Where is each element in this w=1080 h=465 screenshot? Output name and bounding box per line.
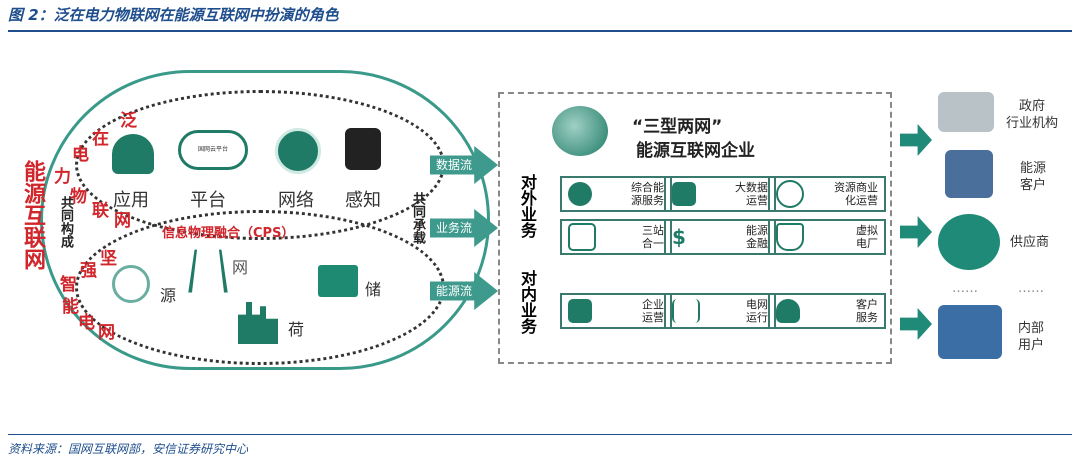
shield-check-icon — [776, 223, 804, 251]
globe-icon — [275, 128, 321, 174]
biz-three-stations: 三站合一 — [560, 219, 672, 255]
stakeholder-label: 能源 — [1020, 161, 1047, 176]
stakeholder-label: 用户 — [1018, 338, 1045, 353]
layer-application: 应用 — [113, 190, 149, 211]
layer-source: 源 — [160, 286, 177, 305]
layer-network: 网络 — [278, 190, 314, 211]
iot-char: 联 — [92, 201, 109, 221]
biz-customer-service: 客户服务 — [768, 293, 886, 329]
figure-title: 图 2：泛在电力物联网在能源互联网中扮演的角色 — [8, 6, 339, 24]
layer-platform: 平台 — [190, 190, 226, 211]
biz-label: 化运营 — [845, 194, 878, 207]
stakeholder-label: 客户 — [1020, 178, 1047, 193]
co-carry-label: 共同承载 — [410, 192, 425, 244]
handshake-icon — [945, 150, 993, 198]
supplier-truck-icon — [938, 214, 1000, 270]
source-note: 资料来源：国网互联网部，安信证券研究中心 — [8, 442, 249, 456]
arrow-right-icon — [900, 216, 932, 248]
cloud-platform-icon: 国网云平台 — [178, 130, 248, 170]
grid-char: 强 — [80, 261, 97, 281]
ellipsis: …… — [952, 281, 978, 296]
biz-label: 大数据 — [735, 181, 768, 194]
ellipsis: …… — [1018, 281, 1044, 296]
biz-big-data: 大数据运营 — [664, 176, 776, 212]
title-divider — [8, 30, 1072, 32]
energy-service-icon — [568, 182, 592, 206]
grid-char: 电 — [78, 313, 95, 333]
grid-char: 坚 — [100, 249, 117, 269]
biz-label: 资源商业 — [834, 181, 878, 194]
cps-label: 信息物理融合（CPS） — [162, 226, 295, 241]
biz-label: 三站 — [642, 224, 664, 237]
biz-label: 虚拟 — [856, 224, 878, 237]
biz-label: 金融 — [746, 237, 768, 250]
biz-label: 运行 — [746, 311, 768, 324]
grid-char: 网 — [98, 323, 115, 343]
application-icon — [112, 134, 154, 174]
sgcc-logo-icon — [552, 106, 608, 156]
layer-storage: 储 — [365, 280, 382, 299]
grid-char: 智 — [60, 275, 77, 295]
sensor-meter-icon — [345, 128, 381, 170]
stakeholder-government: 政府行业机构 — [1006, 98, 1058, 132]
stakeholder-label: 内部 — [1018, 321, 1045, 336]
server-icon — [672, 182, 696, 206]
people-icon — [568, 299, 592, 323]
arrow-right-icon — [900, 124, 932, 156]
government-building-icon — [938, 92, 994, 132]
arrow-right-icon — [900, 308, 932, 340]
energy-internet-label: 能源互联网 — [20, 160, 45, 270]
tower-icon — [672, 299, 700, 323]
stakeholder-label: 政府 — [1019, 99, 1046, 114]
biz-label: 企业 — [642, 298, 664, 311]
enterprise-title-line2: 能源互联网企业 — [636, 141, 755, 161]
iot-char: 电 — [72, 145, 89, 165]
dollar-card-icon: $ — [672, 225, 686, 249]
internal-business-label: 对内业务 — [518, 270, 537, 334]
iot-char: 网 — [114, 211, 131, 231]
biz-virtual-plant: 虚拟电厂 — [768, 219, 886, 255]
energy-internet-outline — [40, 70, 490, 370]
iot-char: 力 — [54, 167, 71, 187]
biz-label: 能源 — [746, 224, 768, 237]
external-business-label: 对外业务 — [518, 174, 537, 238]
biz-grid-operation: 电网运行 — [664, 293, 776, 329]
stakeholder-supplier: 供应商 — [1010, 235, 1050, 250]
customer-icon — [776, 299, 800, 323]
transmission-tower-icon — [188, 249, 228, 293]
truck-icon — [568, 223, 596, 251]
biz-resource-commercial: 资源商业化运营 — [768, 176, 886, 212]
layer-grid: 网 — [232, 258, 249, 277]
biz-enterprise-ops: 企业运营 — [560, 293, 672, 329]
internal-user-icon — [938, 305, 1002, 359]
biz-label: 电厂 — [856, 237, 878, 250]
layer-load: 荷 — [288, 320, 305, 339]
biz-label: 运营 — [746, 194, 768, 207]
biz-label: 运营 — [642, 311, 664, 324]
iot-char: 在 — [92, 129, 109, 149]
wind-power-icon — [112, 265, 150, 303]
biz-integrated-energy: 综合能源服务 — [560, 176, 672, 212]
biz-label: 服务 — [856, 311, 878, 324]
iot-char: 泛 — [120, 111, 137, 131]
stakeholder-energy-customer: 能源客户 — [1020, 160, 1046, 194]
battery-storage-icon — [318, 265, 358, 297]
grid-char: 能 — [62, 297, 79, 317]
biz-label: 合一 — [642, 237, 664, 250]
biz-label: 综合能 — [631, 181, 664, 194]
cloud-sync-icon — [776, 180, 804, 208]
layer-perception: 感知 — [345, 190, 381, 211]
biz-label: 客户 — [856, 298, 878, 311]
biz-label: 源服务 — [631, 194, 664, 207]
enterprise-title-line1: “三型两网” — [632, 117, 723, 137]
biz-label: 电网 — [746, 298, 768, 311]
co-construct-label: 共同构成 — [58, 196, 73, 248]
biz-energy-finance: $ 能源金融 — [664, 219, 776, 255]
enterprise-box — [498, 92, 892, 364]
stakeholder-label: 行业机构 — [1006, 116, 1059, 131]
iot-char: 物 — [70, 187, 87, 207]
stakeholder-internal-user: 内部用户 — [1018, 320, 1044, 354]
footer-divider — [8, 434, 1072, 435]
